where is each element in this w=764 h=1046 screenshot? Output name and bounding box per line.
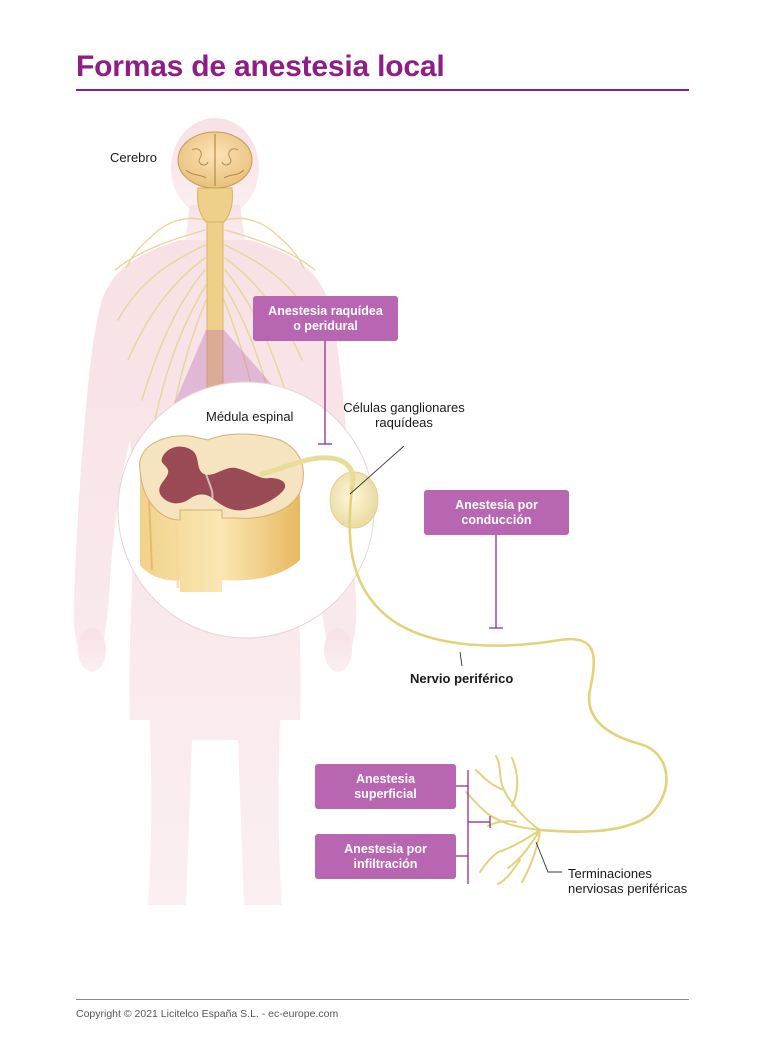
box-superficial-line1: Anestesia bbox=[355, 771, 416, 786]
label-celulas-line1: Células ganglionares bbox=[343, 400, 465, 415]
label-medula-espinal: Médula espinal bbox=[206, 409, 294, 424]
box-anestesia-raquidea: Anestesia raquídea o peridural bbox=[253, 296, 398, 341]
page-title: Formas de anestesia local bbox=[76, 50, 445, 83]
label-celulas-line2: raquídeas bbox=[375, 415, 433, 430]
box-anestesia-superficial: Anestesia superficial bbox=[315, 764, 456, 809]
label-celulas-ganglionares: Células ganglionares raquídeas bbox=[343, 400, 465, 430]
box-conduccion-line2: conducción bbox=[461, 512, 532, 527]
nerve-endings bbox=[465, 755, 541, 885]
footer-copyright: Copyright © 2021 Licitelco España S.L. -… bbox=[76, 1008, 339, 1020]
box-raquidea-line2: o peridural bbox=[293, 318, 358, 333]
label-terminaciones-line2: nerviosas periféricas bbox=[568, 881, 688, 896]
label-pointers bbox=[349, 445, 562, 873]
brainstem bbox=[197, 187, 233, 223]
label-cerebro: Cerebro bbox=[110, 150, 157, 165]
nerve-root bbox=[259, 455, 356, 491]
box-infiltracion-line1: Anestesia por bbox=[344, 841, 427, 856]
title-divider bbox=[76, 89, 689, 91]
box-infiltracion-line2: infiltración bbox=[353, 856, 418, 871]
cord-cross-section bbox=[139, 433, 304, 592]
footer-divider bbox=[76, 999, 689, 1000]
box-raquidea-line1: Anestesia raquídea bbox=[268, 303, 383, 318]
label-terminaciones-line1: Terminaciones bbox=[568, 866, 652, 881]
box-conduccion-line1: Anestesia por bbox=[455, 497, 538, 512]
box-anestesia-conduccion: Anestesia por conducción bbox=[424, 490, 569, 535]
label-nervio-periferico: Nervio periférico bbox=[410, 671, 514, 686]
box-anestesia-infiltracion: Anestesia por infiltración bbox=[315, 834, 456, 879]
leader-lines bbox=[318, 341, 503, 884]
label-terminaciones: Terminaciones nerviosas periféricas bbox=[568, 866, 687, 896]
brain bbox=[177, 131, 253, 189]
peripheral-nerve bbox=[348, 486, 668, 833]
box-superficial-line2: superficial bbox=[354, 786, 417, 801]
